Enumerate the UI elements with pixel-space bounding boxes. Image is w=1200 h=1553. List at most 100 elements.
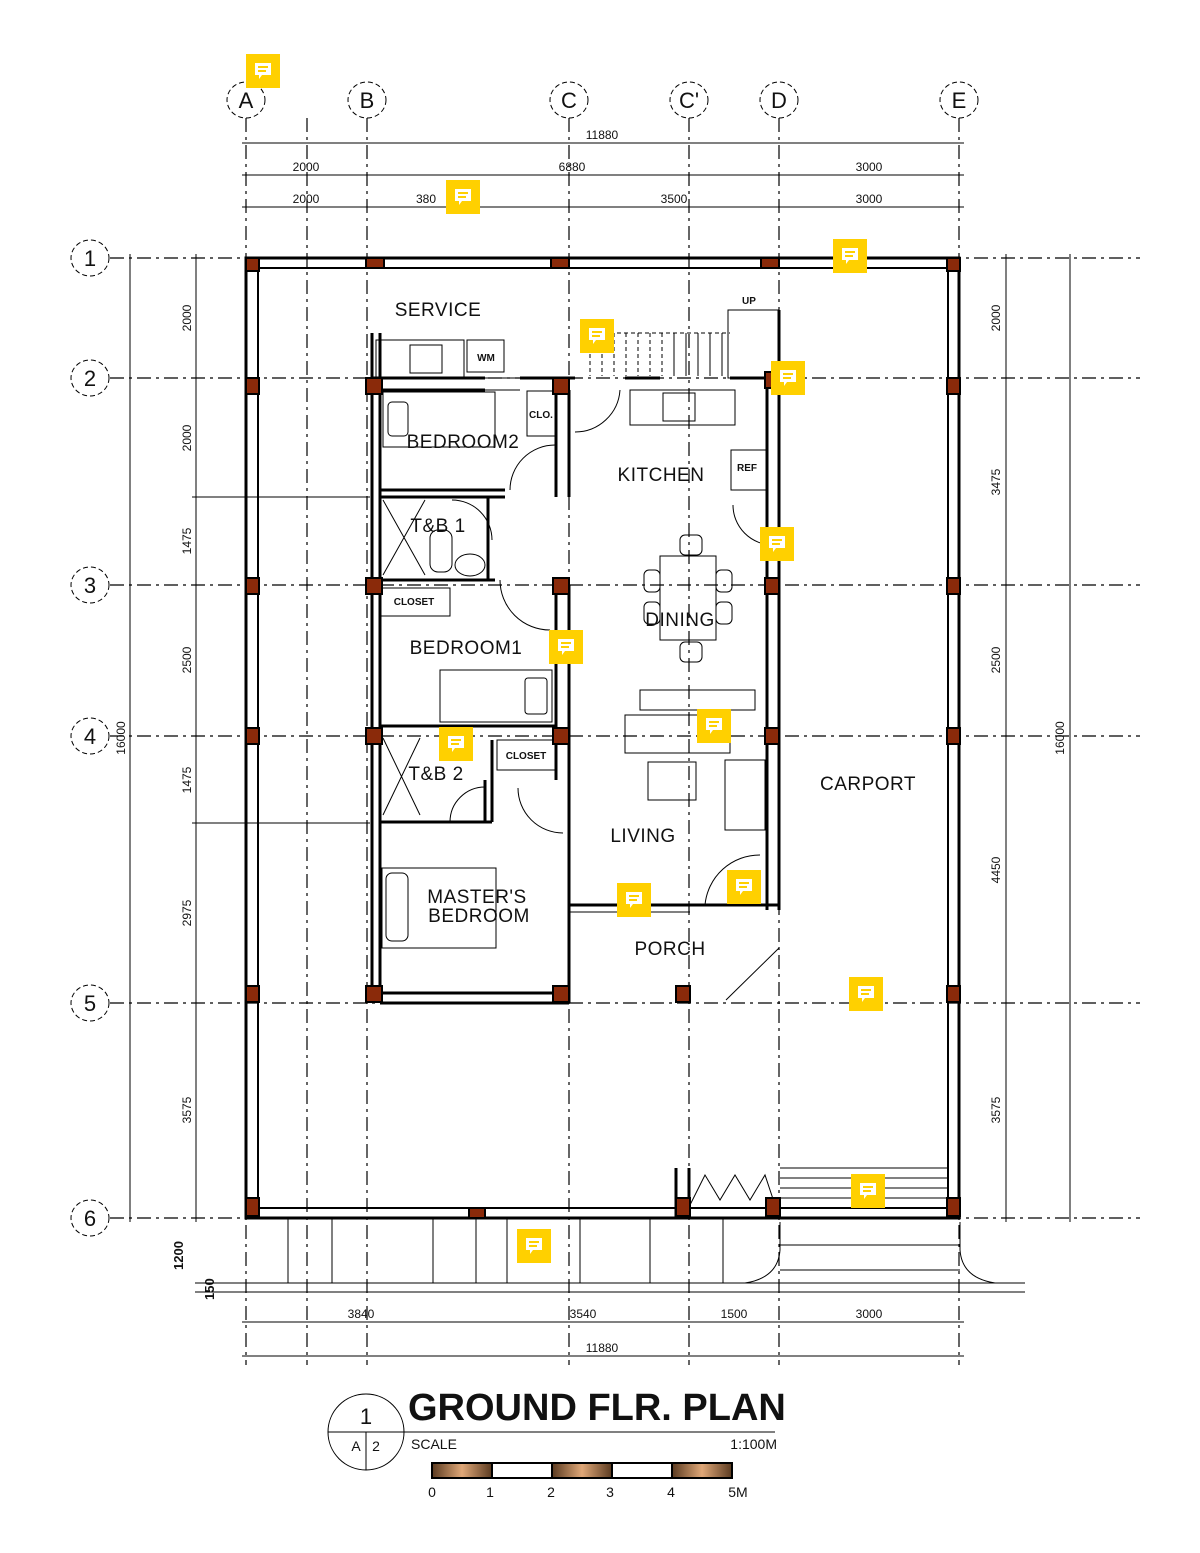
svg-text:3500: 3500 [661,192,688,206]
comment-icon[interactable] [446,180,480,214]
column [765,1197,781,1217]
room-kitchen: KITCHEN [618,465,705,486]
svg-text:CLO.: CLO. [529,410,553,421]
svg-text:1: 1 [360,1404,372,1429]
column [552,577,570,595]
comment-icon[interactable] [517,1229,551,1263]
scale-bar [431,1462,733,1479]
svg-text:3000: 3000 [856,160,883,174]
svg-text:SCALE: SCALE [411,1436,457,1452]
svg-text:2000: 2000 [180,424,194,451]
comment-icon[interactable] [833,239,867,273]
svg-text:6: 6 [84,1206,96,1231]
svg-text:150: 150 [202,1278,217,1300]
svg-text:5: 5 [84,991,96,1016]
room-master-line2: BEDROOM [428,906,530,927]
column [245,985,260,1003]
svg-text:1200: 1200 [171,1241,186,1270]
svg-text:11880: 11880 [586,1341,619,1355]
grid-bubble-d: D [759,81,799,119]
svg-text:2: 2 [547,1484,555,1500]
grid-bubble-b: B [347,81,387,119]
svg-text:D: D [771,88,787,113]
svg-text:2000: 2000 [293,160,320,174]
column [675,985,691,1003]
grid-bubble-4: 4 [70,717,110,755]
column [245,377,260,395]
comment-icon[interactable] [851,1174,885,1208]
comment-icon[interactable] [580,319,614,353]
grid-bubble-1: 1 [70,239,110,277]
svg-text:4: 4 [84,724,96,749]
comment-icon[interactable] [760,527,794,561]
top-dimensions: 11880 2000 6880 3000 2000 380 3500 3000 [242,128,964,208]
exterior-walls [244,256,961,1220]
svg-text:2000: 2000 [293,192,320,206]
column [675,1197,691,1217]
comment-icon[interactable] [617,883,651,917]
sidewalk [195,1218,1025,1293]
column [946,985,961,1003]
grid-bubble-e: E [939,81,979,119]
column [365,377,383,395]
comment-icon[interactable] [849,977,883,1011]
column [946,727,961,745]
comment-icon[interactable] [697,709,731,743]
svg-text:3000: 3000 [856,1307,883,1321]
column [764,727,780,745]
room-labels: SERVICE BEDROOM2 KITCHEN T&B 1 DINING BE… [395,300,916,960]
grid-bubble-c: C [549,81,589,119]
svg-text:3: 3 [606,1484,614,1500]
comment-icon[interactable] [549,630,583,664]
svg-text:16000: 16000 [114,721,128,755]
svg-text:3000: 3000 [856,192,883,206]
svg-text:1: 1 [84,246,96,271]
svg-text:B: B [360,88,375,113]
svg-text:2500: 2500 [989,646,1003,673]
room-tb2: T&B 2 [408,764,463,785]
column [245,727,260,745]
column [552,727,570,745]
svg-text:C': C' [679,88,699,113]
room-carport: CARPORT [820,774,916,795]
svg-text:CLOSET: CLOSET [394,597,435,608]
column [245,577,260,595]
svg-text:2975: 2975 [180,899,194,926]
comment-markers [246,54,885,1263]
column [946,577,961,595]
comment-icon[interactable] [439,727,473,761]
room-living: LIVING [610,826,675,847]
svg-text:3: 3 [84,573,96,598]
room-master-line1: MASTER'S [427,887,526,908]
svg-text:5M: 5M [728,1484,747,1500]
svg-text:REF: REF [737,463,757,474]
bottom-dimensions: 3840 3540 1500 3000 11880 1200 150 [171,1241,964,1357]
svg-text:3840: 3840 [348,1307,375,1321]
room-tb1: T&B 1 [410,516,465,537]
grid-bubble-6: 6 [70,1199,110,1237]
comment-icon[interactable] [246,54,280,88]
svg-text:2000: 2000 [989,304,1003,331]
grid-bubble-a: A [226,81,266,119]
fixtures: WM CLO. REF CLOSET CLOSET [375,339,768,949]
svg-text:2: 2 [84,366,96,391]
title-block: 1 A 2 GROUND FLR. PLAN SCALE 1:100M 0 1 … [327,1387,786,1500]
svg-text:1500: 1500 [721,1307,748,1321]
column [245,1197,260,1217]
column [550,257,570,269]
svg-text:1:100M: 1:100M [730,1436,777,1452]
plan-title: GROUND FLR. PLAN [408,1387,786,1429]
comment-icon[interactable] [727,870,761,904]
svg-text:2500: 2500 [180,646,194,673]
grid-bubble-3: 3 [70,566,110,604]
comment-icon[interactable] [771,361,805,395]
svg-text:E: E [952,88,967,113]
column [365,727,383,745]
svg-text:3575: 3575 [180,1096,194,1123]
room-dining: DINING [645,610,715,631]
svg-text:380: 380 [416,192,436,206]
svg-text:4: 4 [667,1484,675,1500]
svg-text:A: A [239,88,254,113]
svg-text:0: 0 [428,1484,436,1500]
